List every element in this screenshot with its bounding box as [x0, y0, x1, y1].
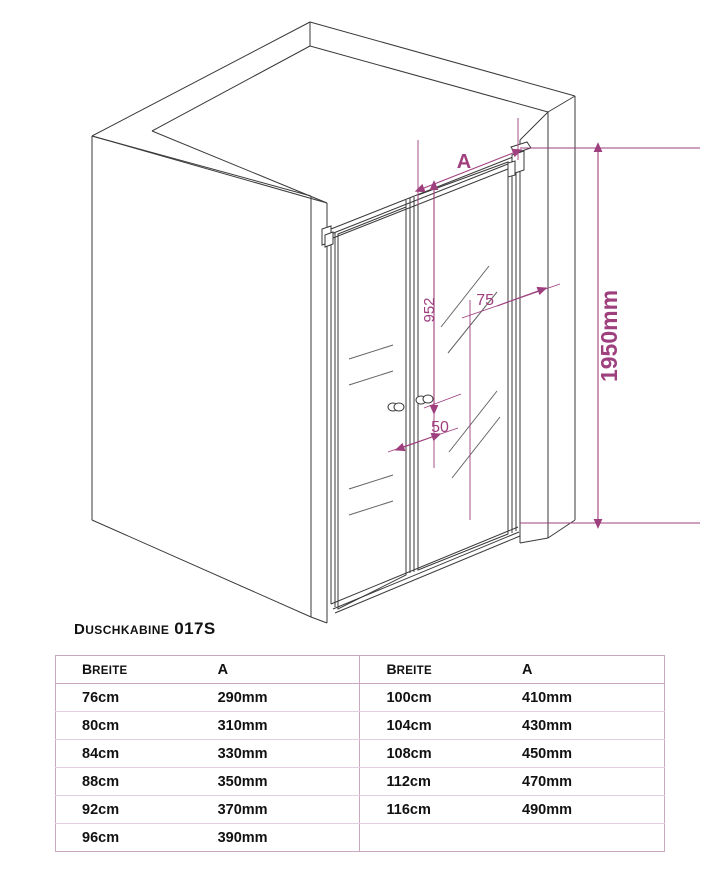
dim-A-arrow	[414, 148, 523, 193]
cell-breite: 76cm	[55, 683, 196, 712]
table-row: 84cm 330mm 108cm 450mm	[55, 739, 665, 768]
handle-knob-inner-left	[393, 402, 405, 412]
right-pillar-front-bottom	[519, 537, 549, 544]
handle-knob-inner-right	[422, 394, 434, 404]
cell-a: 470mm	[500, 767, 665, 796]
dim-label-A: A	[457, 151, 471, 173]
glass-reflection-lines	[348, 265, 501, 516]
cell-breite: 116cm	[359, 795, 501, 824]
top-post-cap	[510, 141, 532, 154]
table-row: 76cm 290mm 100cm 410mm	[55, 683, 665, 712]
ext-line-952-bottom	[423, 393, 462, 409]
technical-drawing: A 952 50 75 1950mm	[91, 21, 700, 624]
ext-line-75-slope	[461, 283, 561, 319]
cell-a: 370mm	[195, 795, 360, 824]
wall-top-inner-right	[309, 45, 549, 113]
header-breite-left: BREITE	[55, 655, 196, 684]
top-hinge-plate	[507, 160, 516, 178]
wall-hinge-lower	[324, 231, 334, 248]
table-header-row: BREITE A BREITE A	[55, 655, 665, 684]
cell-a: 490mm	[500, 795, 665, 824]
dim-label-1950mm: 1950mm	[596, 290, 622, 382]
dim-label-75: 75	[476, 292, 494, 309]
wall-top-outer-edge	[91, 21, 576, 137]
glass-bottom-rail-a	[330, 526, 519, 605]
door-glass-panel	[417, 161, 509, 571]
drawing-canvas: A 952 50 75 1950mm	[91, 21, 700, 624]
dim-label-952: 952	[421, 297, 438, 322]
table-row: 88cm 350mm 112cm 470mm	[55, 767, 665, 796]
header-a-right: A	[500, 655, 665, 684]
left-wall-bottom-cap	[310, 616, 328, 624]
cell-breite: 84cm	[55, 739, 196, 768]
table-row: 92cm 370mm 116cm 490mm	[55, 795, 665, 824]
ext-line-50-slope	[387, 427, 459, 453]
table-row: 80cm 310mm 104cm 430mm	[55, 711, 665, 740]
glass-bottom-rail-c	[334, 535, 521, 614]
wall-top-inner-left	[151, 45, 311, 132]
dimension-lines	[387, 118, 700, 529]
cell-a: 430mm	[500, 711, 665, 740]
glass-assembly	[330, 154, 521, 614]
cell-breite: 96cm	[55, 823, 196, 852]
spec-table-container: BREITE A BREITE A 76cm 290mm 100cm 410mm…	[55, 655, 665, 852]
wall-top-inner-front	[151, 130, 328, 204]
dim-label-50: 50	[431, 419, 449, 436]
header-breite-right: BREITE	[359, 655, 501, 684]
cell-breite: 108cm	[359, 739, 501, 768]
cell-breite: 104cm	[359, 711, 501, 740]
product-title: DUSCHKABINE 017S	[74, 619, 216, 639]
cell-a: 310mm	[195, 711, 360, 740]
cell-a: 350mm	[195, 767, 360, 796]
cell-breite: 100cm	[359, 683, 501, 712]
cell-a: 410mm	[500, 683, 665, 712]
cell-a: 450mm	[500, 739, 665, 768]
spec-table: BREITE A BREITE A 76cm 290mm 100cm 410mm…	[55, 655, 665, 852]
cell-breite	[359, 823, 501, 852]
product-title-word: USCHKABINE	[85, 623, 170, 637]
cell-breite: 88cm	[55, 767, 196, 796]
fixed-glass-panel	[337, 206, 407, 610]
dimension-labels: A 952 50 75 1950mm	[421, 151, 622, 436]
cell-breite: 112cm	[359, 767, 501, 796]
left-wall-bottom-edge	[91, 519, 312, 618]
cell-a: 290mm	[195, 683, 360, 712]
right-pillar-front-top	[519, 111, 549, 141]
cell-a	[500, 823, 665, 852]
left-wall-top-cap	[91, 135, 312, 197]
right-pillar-top-inner	[547, 95, 576, 113]
product-title-code: 017S	[174, 619, 216, 638]
product-title-initial: D	[74, 621, 86, 638]
header-a-left: A	[195, 655, 360, 684]
cell-breite: 80cm	[55, 711, 196, 740]
table-row: 96cm 390mm	[55, 823, 665, 852]
cell-a: 330mm	[195, 739, 360, 768]
cell-breite: 92cm	[55, 795, 196, 824]
cell-a: 390mm	[195, 823, 360, 852]
